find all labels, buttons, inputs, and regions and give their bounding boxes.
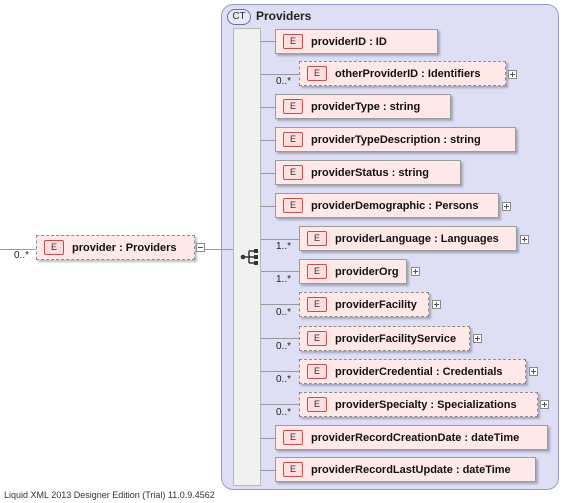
expand-icon[interactable] [540, 400, 549, 409]
element-label: providerRecordCreationDate : dateTime [311, 431, 520, 444]
child-connector [261, 239, 299, 240]
cardinality-label: 0..* [276, 374, 292, 385]
root-cardinality: 0..* [14, 250, 30, 261]
element-provider-facility-service[interactable]: E providerFacilityService [299, 326, 470, 351]
cardinality-label: 0..* [276, 307, 292, 318]
child-connector [261, 140, 275, 141]
child-connector [261, 338, 299, 339]
cardinality-label: 1..* [276, 241, 292, 252]
element-badge: E [283, 198, 303, 213]
element-label: providerID : ID [311, 35, 387, 48]
element-badge: E [307, 297, 327, 312]
element-provider-record-creation-date[interactable]: E providerRecordCreationDate : dateTime [275, 425, 548, 450]
element-badge: E [283, 462, 303, 477]
child-connector [261, 304, 299, 305]
root-connector-left [0, 249, 36, 250]
element-provider-record-last-update[interactable]: E providerRecordLastUpdate : dateTime [275, 457, 536, 482]
child-connector [261, 206, 275, 207]
element-provider-type[interactable]: E providerType : string [275, 94, 451, 119]
child-connector [261, 173, 275, 174]
element-badge: E [307, 397, 327, 412]
element-badge: E [283, 165, 303, 180]
child-connector [261, 107, 275, 108]
expand-icon[interactable] [520, 235, 529, 244]
element-label: providerStatus : string [311, 166, 429, 179]
element-provider-specialty[interactable]: E providerSpecialty : Specializations [299, 392, 538, 417]
element-badge: E [283, 34, 303, 49]
root-element-label: provider : Providers [72, 241, 177, 254]
child-connector [261, 470, 275, 471]
element-badge: E [44, 240, 64, 255]
expand-icon[interactable] [473, 334, 482, 343]
element-badge: E [307, 364, 327, 379]
cardinality-label: 0..* [276, 341, 292, 352]
child-connector [261, 371, 299, 372]
collapse-icon[interactable] [196, 243, 205, 252]
expand-icon[interactable] [529, 367, 538, 376]
element-badge: E [307, 331, 327, 346]
footer-version-text: Liquid XML 2013 Designer Edition (Trial)… [4, 490, 215, 500]
complex-type-title: Providers [256, 9, 312, 23]
element-badge: E [307, 264, 327, 279]
element-badge: E [283, 430, 303, 445]
child-connector [261, 74, 299, 75]
element-label: providerDemographic : Persons [311, 199, 479, 212]
complex-type-badge: CT [227, 9, 251, 25]
element-provider-status[interactable]: E providerStatus : string [275, 160, 461, 185]
cardinality-label: 1..* [276, 274, 292, 285]
root-connector-right [205, 249, 222, 250]
sequence-connector [222, 249, 233, 250]
element-label: providerTypeDescription : string [311, 133, 481, 146]
element-badge: E [307, 66, 327, 81]
element-badge: E [283, 99, 303, 114]
element-provider-id[interactable]: E providerID : ID [275, 29, 438, 54]
element-badge: E [307, 231, 327, 246]
child-connector [261, 41, 275, 42]
element-label: providerFacility [335, 298, 417, 311]
expand-icon[interactable] [508, 70, 517, 79]
element-provider-language[interactable]: E providerLanguage : Languages [299, 226, 517, 251]
child-connector [261, 271, 299, 272]
root-element-provider[interactable]: E provider : Providers [36, 235, 195, 260]
element-label: otherProviderID : Identifiers [335, 67, 481, 80]
element-provider-credential[interactable]: E providerCredential : Credentials [299, 359, 526, 384]
expand-icon[interactable] [432, 300, 441, 309]
element-label: providerType : string [311, 100, 421, 113]
element-badge: E [283, 132, 303, 147]
element-provider-demographic[interactable]: E providerDemographic : Persons [275, 193, 499, 218]
element-provider-org[interactable]: E providerOrg [299, 259, 407, 284]
cardinality-label: 0..* [276, 407, 292, 418]
element-label: providerFacilityService [335, 332, 457, 345]
child-connector [261, 438, 275, 439]
element-label: providerOrg [335, 265, 399, 278]
element-provider-facility[interactable]: E providerFacility [299, 292, 429, 317]
element-other-provider-id[interactable]: E otherProviderID : Identifiers [299, 61, 506, 86]
element-label: providerRecordLastUpdate : dateTime [311, 463, 511, 476]
cardinality-label: 0..* [276, 76, 292, 87]
child-connector [261, 404, 299, 405]
sequence-icon[interactable] [240, 249, 262, 265]
element-label: providerLanguage : Languages [335, 232, 499, 245]
element-label: providerSpecialty : Specializations [335, 398, 517, 411]
expand-icon[interactable] [502, 202, 511, 211]
element-label: providerCredential : Credentials [335, 365, 503, 378]
expand-icon[interactable] [411, 267, 420, 276]
element-provider-type-description[interactable]: E providerTypeDescription : string [275, 127, 516, 152]
